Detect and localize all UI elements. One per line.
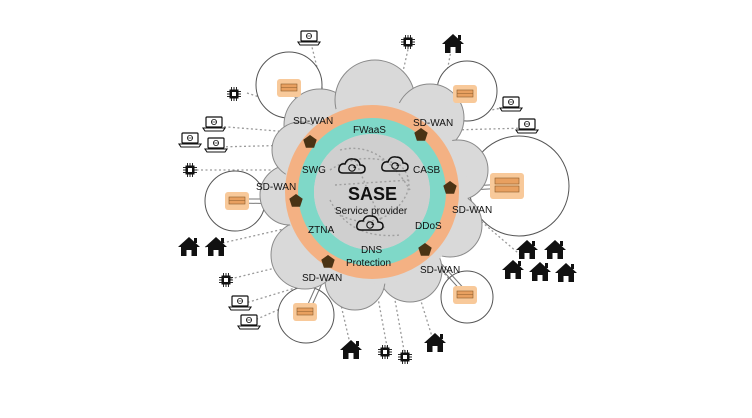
service-casb: CASB — [413, 165, 441, 176]
iot-chip-icon — [397, 349, 413, 365]
router-icon — [224, 191, 250, 211]
laptop-icon — [178, 132, 202, 148]
sdwan-label: SD-WAN — [293, 116, 333, 127]
sdwan-label: SD-WAN — [256, 182, 296, 193]
iot-chip-icon — [377, 344, 393, 360]
router-icon — [292, 302, 318, 322]
service-fwaas: FWaaS — [353, 125, 386, 136]
laptop-icon — [297, 30, 321, 46]
house-icon — [502, 260, 524, 279]
laptop-icon — [499, 96, 523, 112]
service-dns-line2: Protection — [346, 258, 391, 269]
house-icon — [555, 263, 577, 282]
service-swg: SWG — [302, 165, 326, 176]
sdwan-label: SD-WAN — [420, 265, 460, 276]
iot-chip-icon — [226, 86, 242, 102]
laptop-icon — [228, 295, 252, 311]
router-icon — [489, 172, 525, 200]
house-icon — [424, 333, 446, 352]
router-icon — [276, 78, 302, 98]
iot-chip-icon — [182, 162, 198, 178]
iot-chip-icon — [218, 272, 234, 288]
router-icon — [452, 84, 478, 104]
laptop-icon — [202, 116, 226, 132]
laptop-icon — [204, 137, 228, 153]
house-icon — [529, 262, 551, 281]
service-ddos: DDoS — [415, 221, 442, 232]
iot-chip-icon — [400, 34, 416, 50]
core-dots — [329, 147, 411, 237]
house-icon — [178, 237, 200, 256]
house-icon — [516, 240, 538, 259]
house-icon — [340, 340, 362, 359]
center-subtitle: Service provider — [335, 206, 408, 217]
router-icon — [452, 285, 478, 305]
house-icon — [442, 34, 464, 53]
house-icon — [544, 240, 566, 259]
sdwan-label: SD-WAN — [413, 118, 453, 129]
sdwan-label: SD-WAN — [452, 205, 492, 216]
service-ztna: ZTNA — [308, 225, 334, 236]
laptop-icon — [515, 118, 539, 134]
inner-ring — [298, 118, 446, 266]
service-dns-line1: DNS — [361, 245, 382, 256]
sdwan-label: SD-WAN — [302, 273, 342, 284]
house-icon — [205, 237, 227, 256]
laptop-icon — [237, 314, 261, 330]
center-title: SASE — [348, 184, 397, 204]
